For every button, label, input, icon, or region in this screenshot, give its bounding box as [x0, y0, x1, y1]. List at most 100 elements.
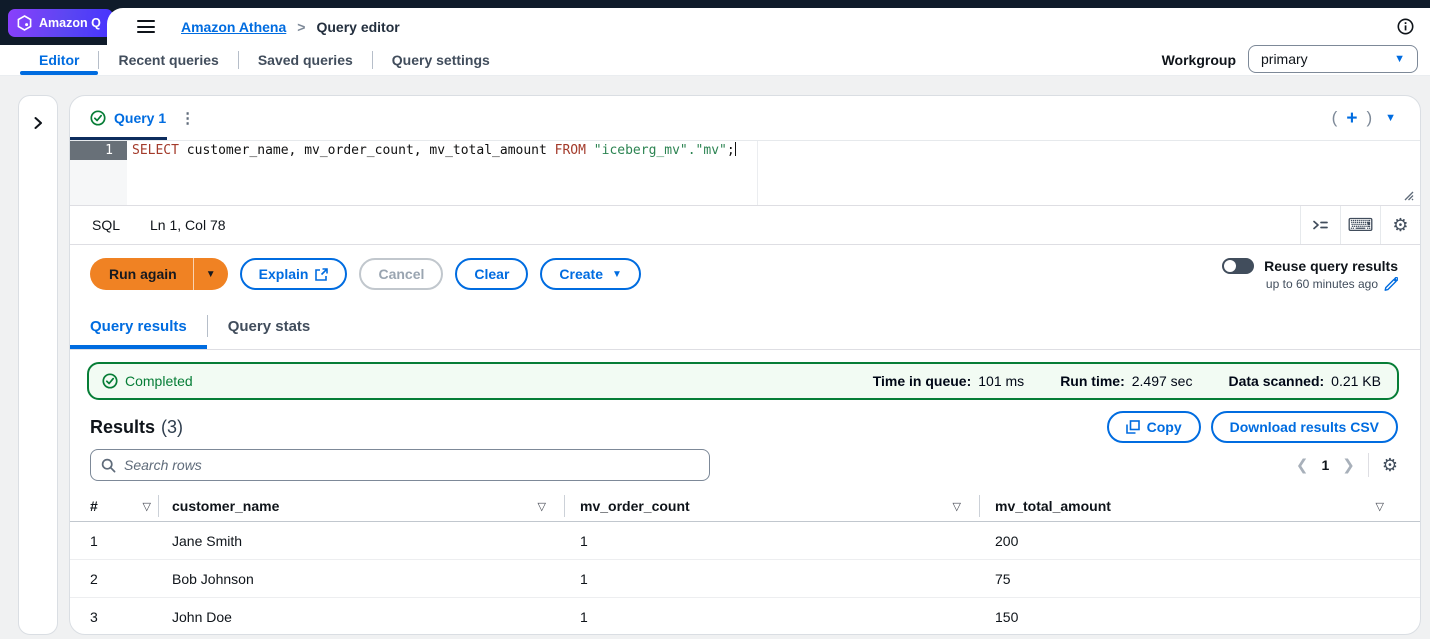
info-icon[interactable] [1397, 18, 1414, 35]
reuse-results-toggle[interactable] [1222, 257, 1255, 274]
cursor-position-label: Ln 1, Col 78 [150, 217, 226, 233]
breadcrumb-separator: > [297, 18, 306, 35]
column-header-mv-order-count[interactable]: mv_order_count ▽ [565, 491, 979, 521]
next-page-icon[interactable]: ❯ [1342, 456, 1355, 474]
new-query-tab-button[interactable]: + [1346, 107, 1358, 129]
tab-divider [98, 51, 100, 69]
sql-keyword: FROM [554, 143, 594, 158]
explain-button[interactable]: Explain [239, 258, 348, 290]
results-title: Results [90, 416, 156, 437]
tab-query-settings[interactable]: Query settings [391, 52, 490, 68]
search-rows-field[interactable] [90, 449, 710, 481]
table-row[interactable]: 1 Jane Smith 1 200 [70, 522, 1420, 560]
sql-code-editor[interactable]: 1 SELECT customer_name, mv_order_count, … [70, 141, 1420, 205]
tab-divider [371, 51, 373, 69]
external-link-icon [315, 267, 329, 281]
table-row[interactable]: 2 Bob Johnson 1 75 [70, 560, 1420, 598]
query-success-icon [90, 110, 106, 126]
reuse-results-label: Reuse query results [1264, 257, 1398, 274]
editor-resize-handle[interactable] [1402, 189, 1414, 201]
column-header-index[interactable]: # ▽ [90, 491, 158, 521]
tab-query-results[interactable]: Query results [70, 303, 207, 349]
metric-value: 2.497 sec [1131, 373, 1193, 389]
amazon-q-hexagon-icon [17, 15, 32, 31]
breadcrumb-current: Query editor [316, 18, 400, 35]
cell-index: 2 [90, 570, 98, 587]
column-divider[interactable] [564, 495, 565, 517]
table-preferences-gear-icon[interactable]: ⚙ [1381, 454, 1398, 476]
sql-keyword: SELECT [132, 143, 187, 158]
metric-label: Time in queue: [872, 373, 972, 389]
copy-button[interactable]: Copy [1106, 411, 1201, 443]
run-again-button[interactable]: Run again [90, 258, 194, 290]
editor-settings-gear-icon[interactable]: ⚙ [1380, 206, 1420, 244]
cell-mv-total-amount: 200 [995, 532, 1019, 549]
run-options-caret[interactable]: ▼ [193, 258, 228, 290]
cell-customer-name: Jane Smith [172, 532, 243, 549]
cell-customer-name: Bob Johnson [172, 570, 254, 587]
query-tab-menu-icon[interactable]: ⋮ [180, 110, 196, 127]
editor-status-bar: SQL Ln 1, Col 78 ⌨ ⚙ [70, 205, 1420, 245]
reuse-results-duration: up to 60 minutes ago [1265, 276, 1378, 291]
clear-button[interactable]: Clear [455, 258, 529, 290]
tab-query-stats[interactable]: Query stats [227, 317, 311, 335]
amazon-q-label: Amazon Q [39, 16, 101, 30]
divider [1367, 453, 1369, 477]
column-header-customer-name[interactable]: customer_name ▽ [159, 491, 564, 521]
filter-icon[interactable]: ▽ [1375, 499, 1384, 513]
text-cursor [734, 142, 737, 156]
main-content: Query 1 ⋮ ( + ) ▼ 1 SELECT customer_name… [0, 76, 1430, 635]
expand-sidebar-button[interactable] [25, 110, 51, 136]
run-again-split-button[interactable]: Run again ▼ [90, 258, 228, 290]
results-tab-bar: Query results Query stats [70, 303, 1420, 350]
results-table-header: # ▽ customer_name ▽ mv_order_count ▽ mv_… [70, 491, 1420, 522]
metric-value: 0.21 KB [1331, 373, 1381, 389]
query-tab[interactable]: Query 1 [70, 96, 176, 140]
column-divider[interactable] [158, 495, 159, 517]
workgroup-label: Workgroup [1161, 52, 1236, 68]
sql-semicolon: ; [726, 143, 735, 158]
workgroup-select[interactable]: primary ▼ [1248, 45, 1418, 73]
page-number: 1 [1321, 457, 1330, 473]
format-query-icon[interactable] [1300, 206, 1340, 244]
cell-mv-total-amount: 75 [995, 570, 1011, 587]
download-results-csv-button[interactable]: Download results CSV [1210, 411, 1398, 443]
status-badge: Completed [125, 373, 193, 389]
amazon-q-button[interactable]: Amazon Q [8, 9, 113, 37]
tab-saved-queries[interactable]: Saved queries [257, 52, 353, 68]
filter-icon[interactable]: ▽ [142, 499, 151, 513]
chevron-down-icon: ▼ [612, 268, 622, 280]
athena-tab-bar: Editor Recent queries Saved queries Quer… [0, 45, 1430, 76]
tab-recent-queries[interactable]: Recent queries [118, 52, 219, 68]
previous-page-icon[interactable]: ❮ [1295, 456, 1309, 474]
table-row[interactable]: 3 John Doe 1 150 [70, 598, 1420, 634]
metric-label: Run time: [1060, 373, 1125, 389]
left-paren-decoration: ( [1331, 108, 1338, 127]
menu-hamburger-icon[interactable] [137, 20, 155, 33]
language-label: SQL [92, 217, 121, 233]
results-header: Results (3) Copy Download results CSV [90, 411, 1398, 443]
query-tabs-dropdown-icon[interactable]: ▼ [1385, 112, 1396, 124]
cell-mv-total-amount: 150 [995, 608, 1019, 625]
active-query-tab-underline [70, 137, 167, 140]
breadcrumb-link-athena[interactable]: Amazon Athena [181, 18, 287, 35]
search-icon [101, 458, 116, 473]
create-button[interactable]: Create▼ [540, 258, 641, 290]
line-number: 1 [70, 141, 127, 160]
column-divider[interactable] [979, 495, 980, 517]
column-header-mv-total-amount[interactable]: mv_total_amount ▽ [980, 491, 1400, 521]
code-line[interactable]: SELECT customer_name, mv_order_count, mv… [127, 141, 1420, 205]
edit-pencil-icon[interactable] [1384, 276, 1398, 291]
filter-icon[interactable]: ▽ [537, 499, 546, 513]
filter-icon[interactable]: ▽ [952, 499, 961, 513]
query-editor-card: Query 1 ⋮ ( + ) ▼ 1 SELECT customer_name… [69, 95, 1421, 635]
cancel-button[interactable]: Cancel [359, 258, 444, 290]
line-number-gutter: 1 [70, 141, 127, 205]
search-input[interactable] [124, 457, 699, 473]
copy-icon [1125, 420, 1140, 434]
completed-check-icon [102, 373, 118, 389]
keyboard-shortcuts-icon[interactable]: ⌨ [1340, 206, 1380, 244]
chevron-down-icon: ▼ [1394, 53, 1405, 65]
right-paren-decoration: ) [1366, 108, 1373, 127]
tab-editor[interactable]: Editor [20, 45, 99, 75]
